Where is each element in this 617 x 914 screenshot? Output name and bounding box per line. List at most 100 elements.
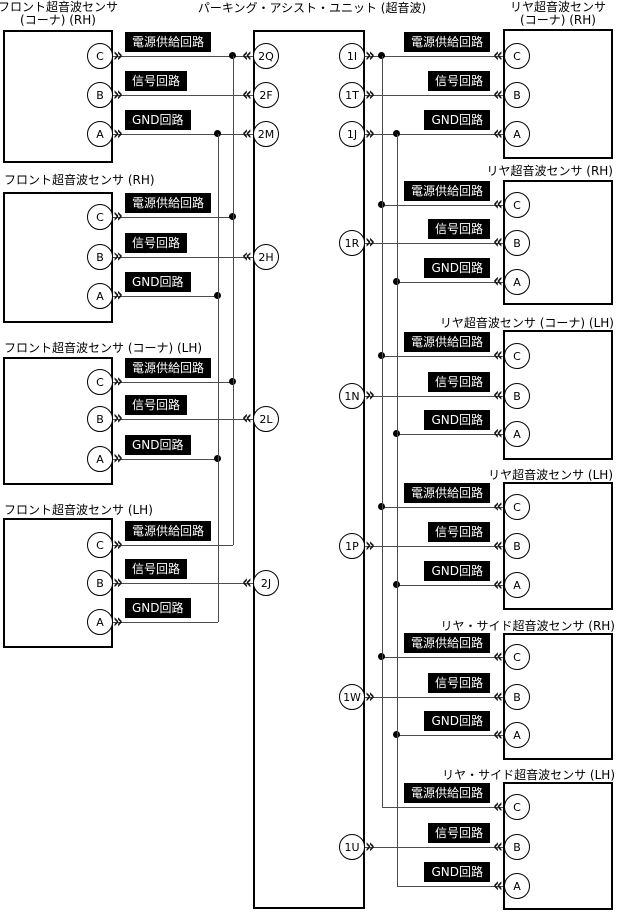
power-circuit-label: 電源供給回路 bbox=[125, 521, 212, 541]
unit-pin-1j-circle: 1J bbox=[339, 121, 365, 147]
power-supply-bus bbox=[382, 56, 383, 807]
sensor-title: リヤ超音波センサ (コーナ) (LH) bbox=[439, 316, 614, 330]
wire bbox=[365, 56, 503, 57]
unit-pin-2m-circle: 2M bbox=[253, 121, 279, 147]
ground-bus bbox=[218, 134, 219, 622]
junction-dot bbox=[393, 430, 400, 437]
junction-dot bbox=[229, 378, 236, 385]
terminal-a-circle: A bbox=[504, 873, 530, 899]
wire bbox=[113, 134, 253, 135]
ground-circuit-label: GND回路 bbox=[125, 272, 191, 292]
terminal-c-circle: C bbox=[87, 43, 113, 69]
connector-chevron-icon: » bbox=[113, 532, 123, 556]
junction-dot bbox=[378, 201, 385, 208]
wire bbox=[365, 546, 503, 547]
sensor-title: フロント超音波センサ(コーナ) (RH) bbox=[0, 1, 118, 27]
terminal-a-circle: A bbox=[504, 269, 530, 295]
connector-chevron-icon: « bbox=[493, 230, 503, 254]
signal-circuit-label: 信号回路 bbox=[125, 233, 188, 253]
terminal-a-circle: A bbox=[504, 121, 530, 147]
connector-chevron-icon: « bbox=[493, 794, 503, 818]
connector-chevron-icon: » bbox=[113, 283, 123, 307]
unit-pin-2l-circle: 2L bbox=[253, 406, 279, 432]
junction-dot bbox=[214, 292, 221, 299]
ground-circuit-label: GND回路 bbox=[424, 110, 490, 130]
terminal-c-circle: C bbox=[504, 192, 530, 218]
signal-circuit-label: 信号回路 bbox=[125, 559, 188, 579]
connector-chevron-icon: » bbox=[365, 230, 375, 254]
power-circuit-label: 電源供給回路 bbox=[403, 783, 490, 803]
junction-dot bbox=[393, 581, 400, 588]
sensor-title: リヤ超音波センサ (LH) bbox=[488, 468, 613, 482]
wire bbox=[397, 434, 503, 435]
connector-chevron-icon: » bbox=[113, 609, 123, 633]
connector-chevron-icon: » bbox=[365, 533, 375, 557]
wire bbox=[382, 356, 503, 357]
terminal-c-circle: C bbox=[504, 43, 530, 69]
terminal-b-circle: B bbox=[504, 684, 530, 710]
unit-pin-1i-circle: 1I bbox=[339, 43, 365, 69]
wire bbox=[365, 95, 503, 96]
terminal-a-circle: A bbox=[504, 572, 530, 598]
ground-circuit-label: GND回路 bbox=[424, 862, 490, 882]
signal-circuit-label: 信号回路 bbox=[427, 219, 490, 239]
terminal-b-circle: B bbox=[504, 533, 530, 559]
terminal-b-circle: B bbox=[504, 834, 530, 860]
power-circuit-label: 電源供給回路 bbox=[403, 483, 490, 503]
wire bbox=[365, 697, 503, 698]
connector-chevron-icon: « bbox=[493, 82, 503, 106]
wire bbox=[113, 459, 218, 460]
sensor-title-line: リヤ超音波センサ bbox=[509, 0, 607, 14]
unit-pin-1t-circle: 1T bbox=[339, 82, 365, 108]
connector-chevron-icon: « bbox=[493, 834, 503, 858]
junction-dot bbox=[378, 352, 385, 359]
power-supply-bus bbox=[233, 56, 234, 545]
junction-dot bbox=[214, 130, 221, 137]
signal-circuit-label: 信号回路 bbox=[427, 522, 490, 542]
unit-pin-1r-circle: 1R bbox=[339, 230, 365, 256]
connector-chevron-icon: » bbox=[365, 684, 375, 708]
power-circuit-label: 電源供給回路 bbox=[403, 32, 490, 52]
connector-chevron-icon: « bbox=[493, 644, 503, 668]
terminal-b-circle: B bbox=[87, 570, 113, 596]
terminal-a-circle: A bbox=[87, 446, 113, 472]
wire bbox=[365, 243, 503, 244]
signal-circuit-label: 信号回路 bbox=[125, 71, 188, 91]
connector-chevron-icon: « bbox=[493, 572, 503, 596]
connector-chevron-icon: » bbox=[365, 383, 375, 407]
sensor-title: リヤ・サイド超音波センサ (LH) bbox=[442, 768, 615, 782]
wire bbox=[113, 545, 233, 546]
power-circuit-label: 電源供給回路 bbox=[125, 193, 212, 213]
wire bbox=[113, 622, 218, 623]
connector-chevron-icon: « bbox=[493, 533, 503, 557]
wire bbox=[365, 134, 503, 135]
connector-chevron-icon: « bbox=[242, 43, 252, 67]
connector-chevron-icon: « bbox=[493, 269, 503, 293]
terminal-a-circle: A bbox=[87, 283, 113, 309]
wire bbox=[113, 95, 253, 96]
sensor-title-line: (コーナ) (RH) bbox=[520, 13, 596, 27]
connector-chevron-icon: » bbox=[113, 204, 123, 228]
connector-chevron-icon: » bbox=[113, 446, 123, 470]
sensor-title: リヤ超音波センサ (RH) bbox=[486, 164, 613, 178]
sensor-title: リヤ・サイド超音波センサ (RH) bbox=[440, 619, 615, 633]
junction-dot bbox=[393, 278, 400, 285]
terminal-c-circle: C bbox=[504, 794, 530, 820]
terminal-b-circle: B bbox=[504, 383, 530, 409]
connector-chevron-icon: « bbox=[493, 192, 503, 216]
wire bbox=[365, 847, 503, 848]
wire bbox=[113, 217, 233, 218]
unit-pin-2h-circle: 2H bbox=[253, 244, 279, 270]
wire bbox=[397, 282, 503, 283]
sensor-title-line: フロント超音波センサ bbox=[0, 0, 119, 14]
terminal-c-circle: C bbox=[504, 644, 530, 670]
junction-dot bbox=[393, 130, 400, 137]
terminal-a-circle: A bbox=[504, 722, 530, 748]
wire bbox=[382, 657, 503, 658]
connector-chevron-icon: » bbox=[113, 244, 123, 268]
junction-dot bbox=[229, 52, 236, 59]
connector-chevron-icon: « bbox=[493, 722, 503, 746]
sensor-title: フロント超音波センサ (RH) bbox=[4, 173, 155, 187]
connector-chevron-icon: « bbox=[242, 244, 252, 268]
wire bbox=[382, 507, 503, 508]
